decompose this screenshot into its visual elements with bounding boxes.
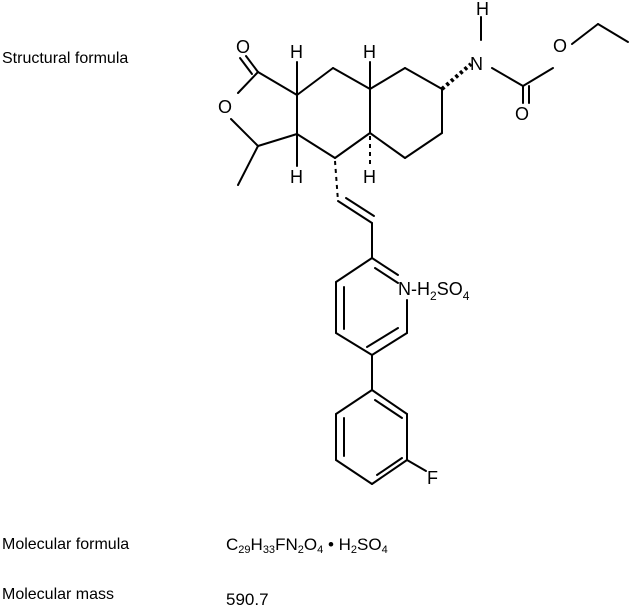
formula-element: FN: [275, 535, 298, 554]
formula-subscript: 29: [238, 544, 251, 556]
atom-h-ring-junction-1: H: [290, 42, 303, 62]
formula-subscript: 33: [262, 544, 276, 556]
formula-element: C: [226, 535, 239, 554]
atom-h-ring-junction-3: H: [290, 167, 303, 187]
formula-element: H: [250, 535, 263, 554]
formula-subscript: 4: [317, 544, 324, 556]
molecular-formula-value: C29H33FN2O4 • H2SO4: [226, 535, 388, 556]
formula-subscript: 2: [297, 544, 304, 556]
structural-formula-label: Structural formula: [2, 50, 129, 67]
atom-h-top: H: [476, 0, 489, 19]
formula-element: SO: [357, 535, 382, 554]
atom-f: F: [427, 468, 438, 488]
stereo-bonds: [334, 62, 473, 202]
atom-n-carbamate: N: [470, 54, 483, 74]
molecular-mass-label: Molecular mass: [2, 586, 115, 603]
atom-o-lactone-carbonyl: O: [236, 37, 250, 57]
atom-h-ring-junction-4: H: [363, 167, 376, 187]
atom-h-ring-junction-2: H: [363, 42, 376, 62]
molecular-mass-value: 590.7: [226, 590, 269, 609]
molecular-formula-label: Molecular formula: [2, 536, 130, 553]
formula-subscript: 4: [381, 544, 388, 556]
atom-o-ester: O: [553, 36, 567, 56]
structural-formula-diagram: H N O O O O H H H H N-H2SO4 F: [218, 0, 629, 488]
formula-subscript: 2: [350, 544, 358, 556]
atom-n-pyridine-salt: N-H2SO4: [398, 279, 470, 303]
formula-element: • H: [323, 535, 351, 554]
structure-bonds: [230, 16, 629, 485]
formula-element: O: [303, 535, 318, 554]
atom-o-carbonyl: O: [515, 104, 529, 124]
atom-o-lactone-ring: O: [218, 97, 232, 117]
